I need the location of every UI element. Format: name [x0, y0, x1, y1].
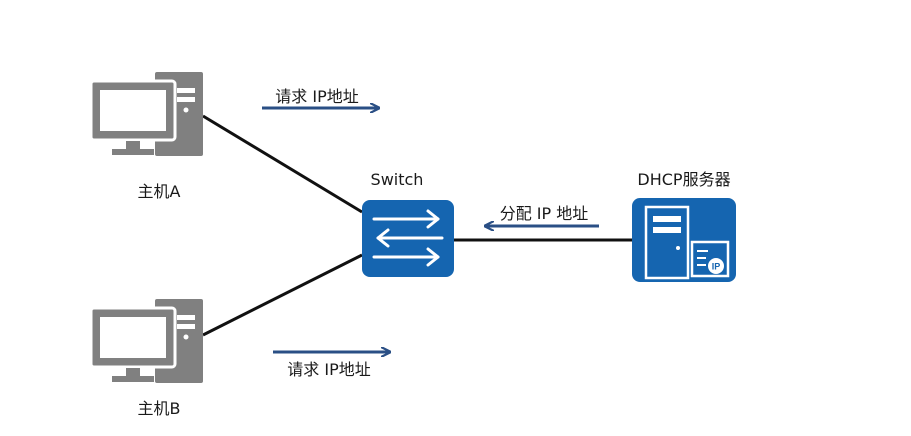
host-a: 主机A: [89, 72, 203, 201]
link-host-b-switch: [202, 253, 363, 337]
dhcp-server: DHCP服务器 IP: [632, 170, 736, 282]
host-a-label: 主机A: [138, 182, 181, 201]
dhcp-server-label: DHCP服务器: [637, 170, 730, 189]
server-icon: IP: [632, 198, 736, 282]
host-b-label: 主机B: [138, 399, 181, 418]
host-b: 主机B: [89, 299, 203, 418]
network-switch-icon: [362, 200, 454, 277]
flow-server-offer: 分配 IP 地址: [485, 204, 599, 226]
link-host-a-switch: [202, 114, 363, 214]
server-offer-label: 分配 IP 地址: [500, 204, 589, 223]
desktop-computer-icon: [89, 299, 203, 383]
flow-host-a-request: 请求 IP地址: [262, 87, 379, 108]
desktop-computer-icon: [89, 72, 203, 156]
switch: Switch: [362, 170, 454, 277]
host-a-request-label: 请求 IP地址: [275, 87, 358, 106]
switch-label: Switch: [371, 170, 424, 189]
flow-host-b-request: 请求 IP地址: [273, 352, 390, 379]
host-b-request-label: 请求 IP地址: [287, 360, 370, 379]
ip-badge-text: IP: [712, 262, 721, 272]
